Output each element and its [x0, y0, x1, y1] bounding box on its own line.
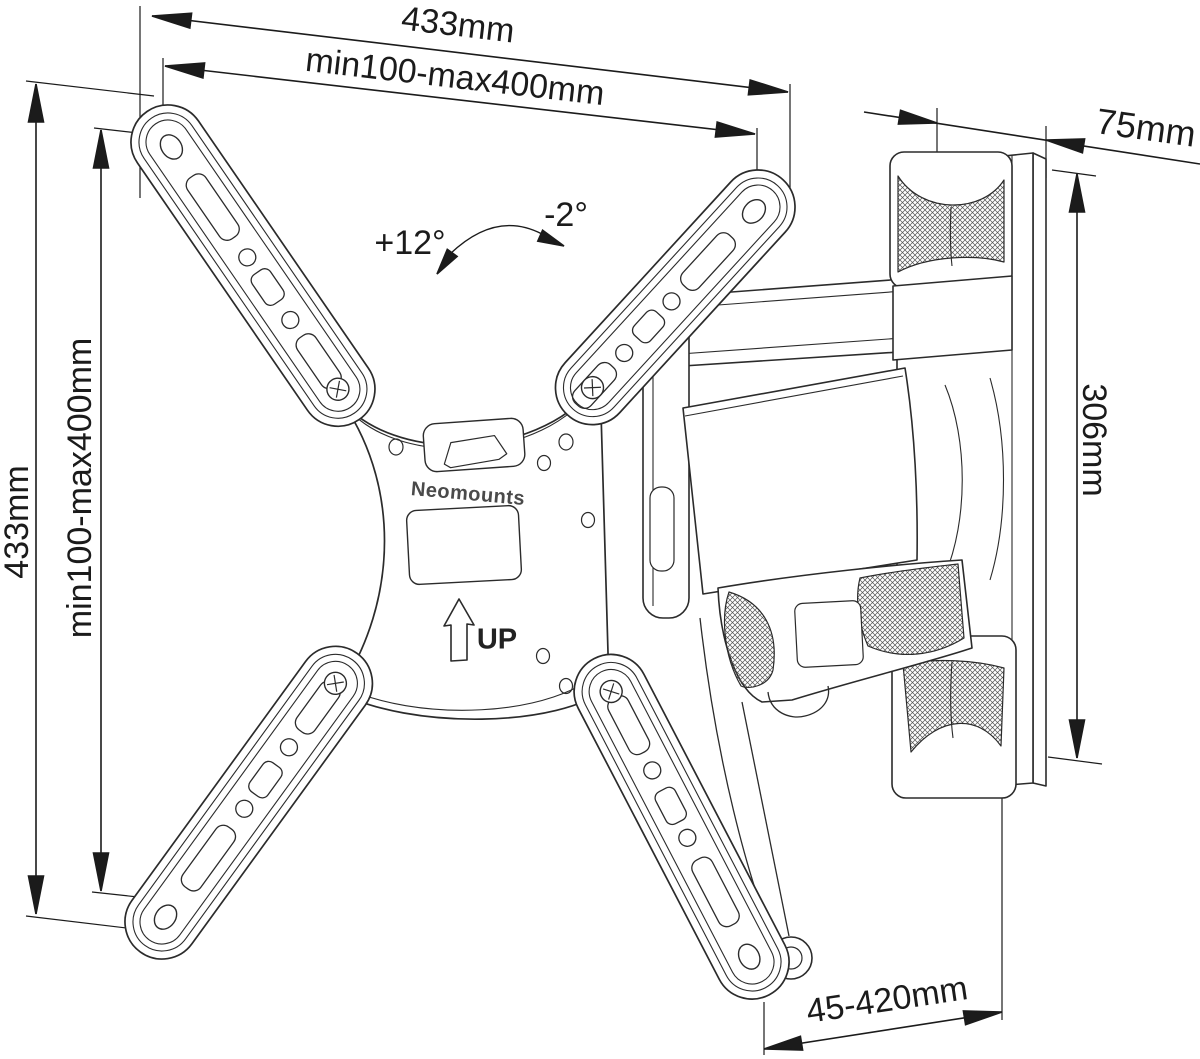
dim-extension-range [763, 1010, 1003, 1051]
arm-screw [580, 375, 605, 400]
dim-wall-plate-depth [863, 109, 1200, 165]
tilt-grip [717, 559, 973, 718]
vesa-arm-top-right [554, 169, 796, 426]
hook-slot [422, 417, 526, 473]
swivel-arm-assembly [642, 151, 1047, 980]
cable-cover-plate [405, 504, 523, 586]
vesa-arm-bottom-left [124, 645, 374, 960]
label-vesa-height: min100-max400mm [61, 337, 99, 639]
up-arrow-icon [443, 598, 475, 662]
vesa-arm-bottom-right [573, 653, 790, 1000]
label-overall-height: 433mm [0, 465, 36, 579]
swing-arm-face [682, 367, 918, 595]
arm-screw [323, 671, 348, 696]
vesa-plate-details [388, 417, 596, 695]
wall-plate-top-cover [889, 151, 1013, 289]
label-tilt-up: +12° [374, 224, 446, 262]
dim-wall-plate-height [1068, 173, 1086, 759]
dim-top-vesa-width [164, 62, 756, 138]
screw-holes [388, 433, 596, 695]
dim-left-overall-height [27, 83, 45, 915]
label-tilt-down: -2° [544, 196, 588, 234]
wall-plate-bottom-cover [891, 635, 1017, 799]
label-wall-plate-height: 306mm [1075, 383, 1113, 497]
wall-plate-arm-mount [892, 275, 1013, 361]
vesa-arm-top-left [130, 104, 376, 428]
dim-top-overall-width [151, 12, 789, 96]
tilt-rotation-arrow [436, 224, 565, 275]
arm-screw [326, 377, 350, 401]
dimension-lines [25, 6, 1200, 1055]
label-up-orientation: UP [476, 623, 518, 656]
dim-left-vesa-height [92, 129, 110, 892]
arm-screw [599, 679, 623, 704]
